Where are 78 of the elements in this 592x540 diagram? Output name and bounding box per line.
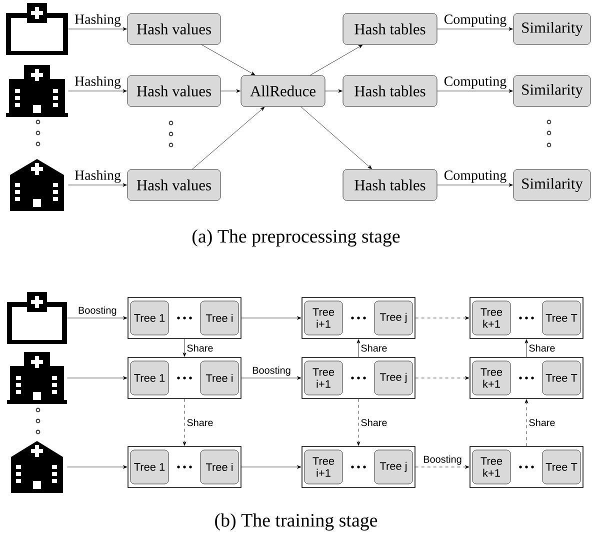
process-box: Hash tables	[342, 13, 438, 45]
hospital-drawing	[11, 441, 63, 493]
arrow	[415, 316, 470, 320]
tree-box: Tree k+1	[472, 360, 511, 396]
process-box: Hash values	[127, 75, 221, 107]
hospital-drawing	[10, 159, 64, 211]
edge-label: Share	[360, 343, 388, 353]
caption: (b) The training stage	[215, 513, 378, 531]
process-box: Hash values	[127, 13, 221, 45]
hospital-drawing	[7, 352, 67, 404]
arrow	[241, 465, 302, 469]
edge-label: Hashing	[74, 169, 122, 184]
arrow	[68, 183, 127, 187]
hospital-drawing	[7, 292, 67, 344]
tree-box: Tree T	[542, 300, 581, 336]
process-box: Hash values	[127, 169, 221, 201]
tree-box: Tree j	[374, 450, 413, 484]
arrow	[192, 106, 265, 170]
edge-label: Share	[186, 418, 214, 428]
tree-box: Tree T	[542, 450, 581, 484]
arrow	[524, 339, 528, 358]
tree-box: Tree j	[374, 360, 413, 396]
arrow	[300, 106, 372, 170]
tree-box: Tree i	[200, 300, 239, 336]
tree-box: Tree i	[200, 450, 239, 484]
process-box: Similarity	[513, 13, 591, 45]
arrow	[182, 338, 186, 357]
edge-label: Share	[528, 343, 556, 353]
edge-label: Boosting	[422, 454, 463, 466]
hospital-drawing	[6, 3, 68, 55]
arrow	[68, 89, 127, 93]
arrow	[356, 398, 360, 446]
tree-box: Tree i+1	[304, 450, 343, 484]
tree-box: Tree j	[374, 300, 413, 336]
tree-box: Tree 1	[130, 360, 169, 396]
process-box: Hash tables	[342, 169, 438, 201]
tree-box: Tree k+1	[472, 300, 511, 336]
arrow	[415, 376, 470, 380]
arrow	[182, 398, 186, 446]
arrow	[310, 44, 363, 76]
process-box: AllReduce	[240, 75, 326, 107]
edge-label: Share	[528, 418, 556, 428]
edge-label: Hashing	[74, 75, 122, 90]
arrow	[67, 376, 128, 380]
tree-box: Tree i+1	[304, 300, 343, 336]
edge-label: Computing	[442, 170, 508, 184]
edge-label: Computing	[442, 76, 508, 90]
edge-label: Computing	[442, 14, 508, 28]
tree-box: Tree i	[200, 360, 239, 396]
tree-box: Tree T	[542, 360, 581, 396]
arrow	[437, 89, 513, 93]
edge-label: Boosting	[251, 366, 292, 377]
arrow	[356, 339, 360, 358]
arrow	[415, 465, 470, 469]
arrow	[201, 44, 256, 76]
arrow	[437, 27, 513, 31]
tree-box: Tree k+1	[472, 450, 511, 484]
arrow	[220, 89, 240, 93]
arrow	[67, 465, 128, 469]
edge-label: Hashing	[74, 13, 122, 28]
tree-box: Tree i+1	[304, 360, 343, 396]
arrow	[68, 27, 127, 31]
arrow	[524, 399, 528, 446]
tree-box: Tree 1	[130, 300, 169, 336]
process-box: Similarity	[513, 169, 591, 201]
edge-label: Share	[186, 343, 214, 353]
arrow	[241, 376, 302, 380]
arrow	[325, 89, 342, 93]
process-box: Hash tables	[342, 75, 438, 107]
arrow	[241, 316, 302, 320]
edge-label: Boosting	[77, 306, 118, 317]
hospital-drawing	[6, 65, 68, 117]
caption: (a) The preprocessing stage	[192, 229, 400, 247]
arrow	[67, 316, 128, 320]
process-box: Similarity	[513, 75, 591, 107]
arrow	[437, 183, 513, 187]
edge-label: Share	[360, 418, 388, 428]
tree-box: Tree 1	[130, 450, 169, 484]
